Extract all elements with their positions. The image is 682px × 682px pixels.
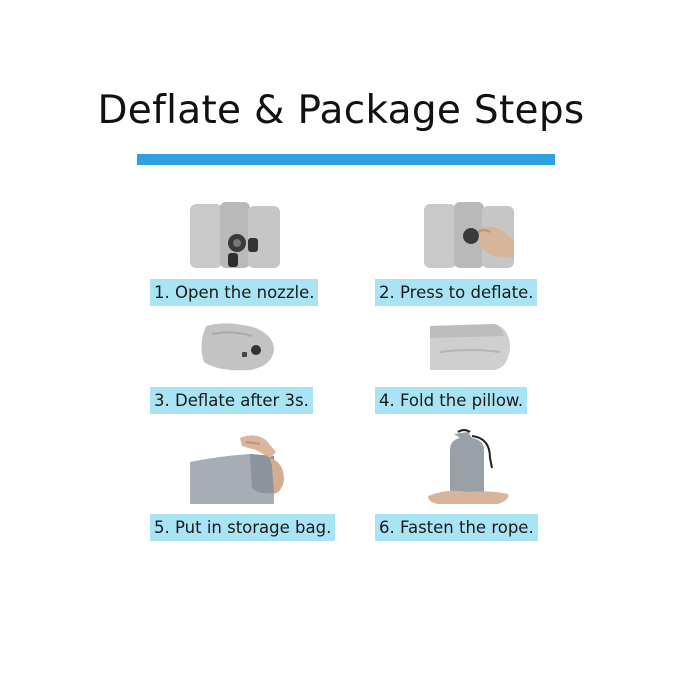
page-title: Deflate & Package Steps — [97, 88, 585, 133]
step-5-photo — [190, 432, 288, 504]
step-6-label: 6. Fasten the rope. — [375, 514, 538, 541]
step-1-label: 1. Open the nozzle. — [150, 279, 319, 306]
step-3-photo — [198, 320, 276, 372]
step-4-photo — [430, 322, 510, 372]
step-4-label: 4. Fold the pillow. — [375, 387, 528, 414]
deflated-pillow-icon — [201, 323, 274, 371]
folded-pillow-icon — [430, 324, 510, 370]
step-5-label: 5. Put in storage bag. — [150, 514, 336, 541]
pillow-nozzle-icon — [190, 202, 280, 268]
title-underline-bar — [137, 154, 555, 165]
step-6-photo — [428, 428, 510, 506]
step-1-photo — [190, 198, 280, 268]
step-2-photo — [424, 198, 516, 268]
step-3-label: 3. Deflate after 3s. — [150, 387, 313, 414]
pillow-press-icon — [424, 202, 514, 268]
storage-bag-insert-icon — [190, 435, 284, 504]
step-2-label: 2. Press to deflate. — [375, 279, 538, 306]
drawstring-bag-icon — [428, 429, 509, 504]
